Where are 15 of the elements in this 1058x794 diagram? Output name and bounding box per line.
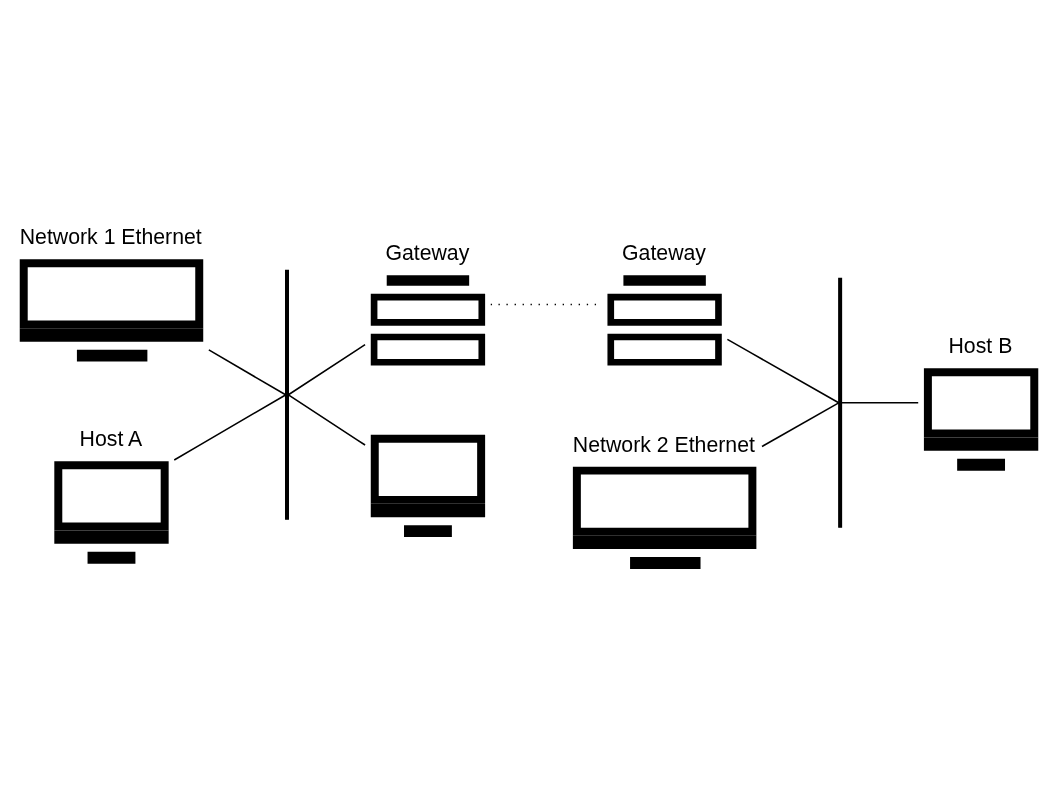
- connector: [173, 393, 287, 461]
- node-label: Host B: [948, 333, 1013, 358]
- node-label: Network 2 Ethernet: [572, 432, 755, 457]
- node-label: Gateway: [385, 240, 470, 265]
- connector: [287, 343, 366, 396]
- node-label: Gateway: [622, 240, 706, 265]
- node-label: Host A: [79, 426, 143, 451]
- connector: [287, 393, 366, 446]
- connector: [840, 401, 919, 404]
- connector: [208, 348, 287, 396]
- connector: [726, 338, 840, 403]
- node-bar: [285, 269, 289, 520]
- connector: [761, 401, 840, 447]
- node-bar: [838, 277, 843, 528]
- node-label: Network 1 Ethernet: [19, 224, 202, 249]
